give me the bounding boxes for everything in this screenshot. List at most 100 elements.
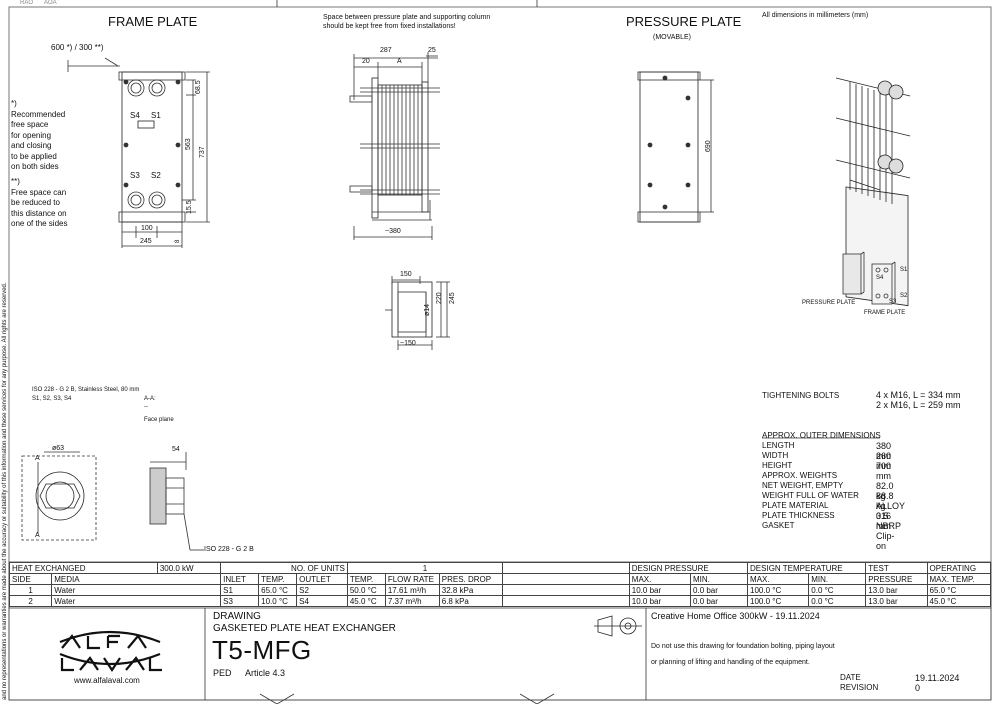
dim-563: 563 (185, 138, 192, 150)
dim-150-bottom: ~150 (400, 340, 416, 347)
table-row: HEAT EXCHANGED 300.0 kW NO. OF UNITS 1 D… (9, 562, 992, 574)
table-cell: OUTLET (296, 573, 348, 585)
table-row: 2 Water S3 10.0 °C S4 45.0 °C 7.37 m³/h … (8, 595, 992, 607)
drawing-label: DRAWING (213, 611, 261, 622)
table-cell (502, 595, 630, 607)
date-label: DATE (840, 673, 861, 682)
dim-380: ~380 (385, 228, 401, 235)
table-cell: 10.0 bar (628, 595, 692, 607)
dim-245-foot: 245 (449, 292, 456, 304)
ped-article: Article 4.3 (245, 668, 286, 678)
bolts-label: TIGHTENING BOLTS (762, 391, 840, 400)
table-cell: S3 (220, 595, 260, 607)
free-space-label: 600 *) / 300 **) (51, 43, 104, 52)
dimensions-note: All dimensions in millimeters (mm) (762, 12, 869, 19)
project-name: Creative Home Office 300kW - 19.11.2024 (651, 611, 820, 621)
table-cell: MAX. TEMP. (926, 573, 992, 585)
frame-plate-title: FRAME PLATE (108, 14, 198, 29)
table-cell: 13.0 bar (865, 584, 928, 596)
table-cell: 10.0 bar (628, 584, 692, 596)
table-cell: 0.0 °C (808, 584, 867, 596)
port-s3-label: S3 (130, 171, 140, 180)
table-cell: 50.0 °C (346, 584, 386, 596)
operating-header: OPERATING (926, 562, 992, 574)
dim-54: 54 (172, 446, 180, 453)
warning-line-2: or planning of lifting and handling of t… (651, 659, 810, 666)
model-name: T5-MFG (212, 635, 312, 665)
revision-label: REVISION (840, 683, 879, 692)
date-value: 19.11.2024 (915, 673, 960, 683)
section-aa-label: A-A: (144, 396, 156, 402)
table-cell: 100.0 °C (747, 595, 810, 607)
icon-s1: S1 (900, 267, 908, 273)
table-cell: MIN. (690, 573, 749, 585)
table-cell: 0.0 bar (690, 595, 749, 607)
dim-220: 220 (436, 292, 443, 304)
ped-label: PED (213, 668, 232, 678)
icon-s4: S4 (876, 275, 884, 281)
top-strip-a: RAO (20, 0, 34, 6)
table-cell: S1 (220, 584, 260, 596)
table-cell: 100.0 °C (747, 584, 810, 596)
table-row: SIDE MEDIA INLET TEMP. OUTLET TEMP. FLOW… (8, 573, 992, 585)
icon-s3: S3 (889, 299, 897, 305)
iso-view (835, 77, 911, 307)
section-mark-a-top: A (35, 455, 40, 462)
table-cell (502, 584, 630, 596)
connection-ports: S1, S2, S3, S4 (32, 396, 72, 402)
heat-exchanged-label: HEAT EXCHANGED (9, 562, 158, 574)
face-plane-label: Face plane (144, 417, 174, 423)
frame-plate-icon-label: FRAME PLATE (864, 310, 906, 316)
table-cell: MAX. (747, 573, 810, 585)
warning-line-1: Do not use this drawing for foundation b… (651, 643, 835, 650)
port-s1-label: S1 (151, 111, 161, 120)
table-cell: PRESSURE (865, 573, 928, 585)
table-cell: 10.0 °C (258, 595, 298, 607)
table-cell: FLOW RATE (384, 573, 440, 585)
dim-737: 737 (199, 146, 206, 158)
design-pressure-header: DESIGN PRESSURE (628, 562, 749, 574)
table-cell: 32.8 kPa (438, 584, 504, 596)
bolts-value-2: 2 x M16, L = 259 mm (876, 400, 961, 410)
connection-detail (21, 451, 204, 551)
dim-245: 245 (140, 238, 152, 245)
table-cell: 1 (8, 584, 53, 596)
pressure-plate-title: PRESSURE PLATE (626, 14, 742, 29)
pressure-plate-view (637, 71, 714, 223)
dim-100: 100 (141, 225, 153, 232)
alfa-laval-logo-mark (59, 630, 162, 672)
table-cell: MEDIA (51, 573, 222, 585)
top-strip-b: AOA (44, 0, 57, 6)
table-cell: INLET (220, 573, 260, 585)
table-cell: Water (51, 595, 222, 607)
table-cell: 0.0 bar (690, 584, 749, 596)
table-cell: TEMP. (258, 573, 298, 585)
table-cell: S2 (296, 584, 348, 596)
connection-spec: ISO 228 - G 2 B, Stainless Steel, 80 mm (32, 387, 140, 393)
foot-view (385, 276, 450, 350)
table-cell (502, 562, 630, 574)
test-header: TEST (865, 562, 928, 574)
dim-15-5: 15.5 (186, 200, 193, 214)
table-cell: MIN. (808, 573, 867, 585)
pressure-plate-subtitle: (MOVABLE) (653, 34, 691, 41)
dim-25: 25 (428, 47, 436, 54)
heat-exchanged-value: 300.0 kW (157, 562, 222, 574)
spec-row: APPROX. OUTER DIMENSIONS (762, 431, 881, 440)
icon-s2: S2 (900, 293, 908, 299)
plate-icons (842, 251, 896, 305)
dim-o63: ø63 (52, 445, 65, 452)
table-cell: S4 (296, 595, 348, 607)
dim-o14: ø14 (424, 303, 431, 316)
table-cell: MAX. (628, 573, 692, 585)
